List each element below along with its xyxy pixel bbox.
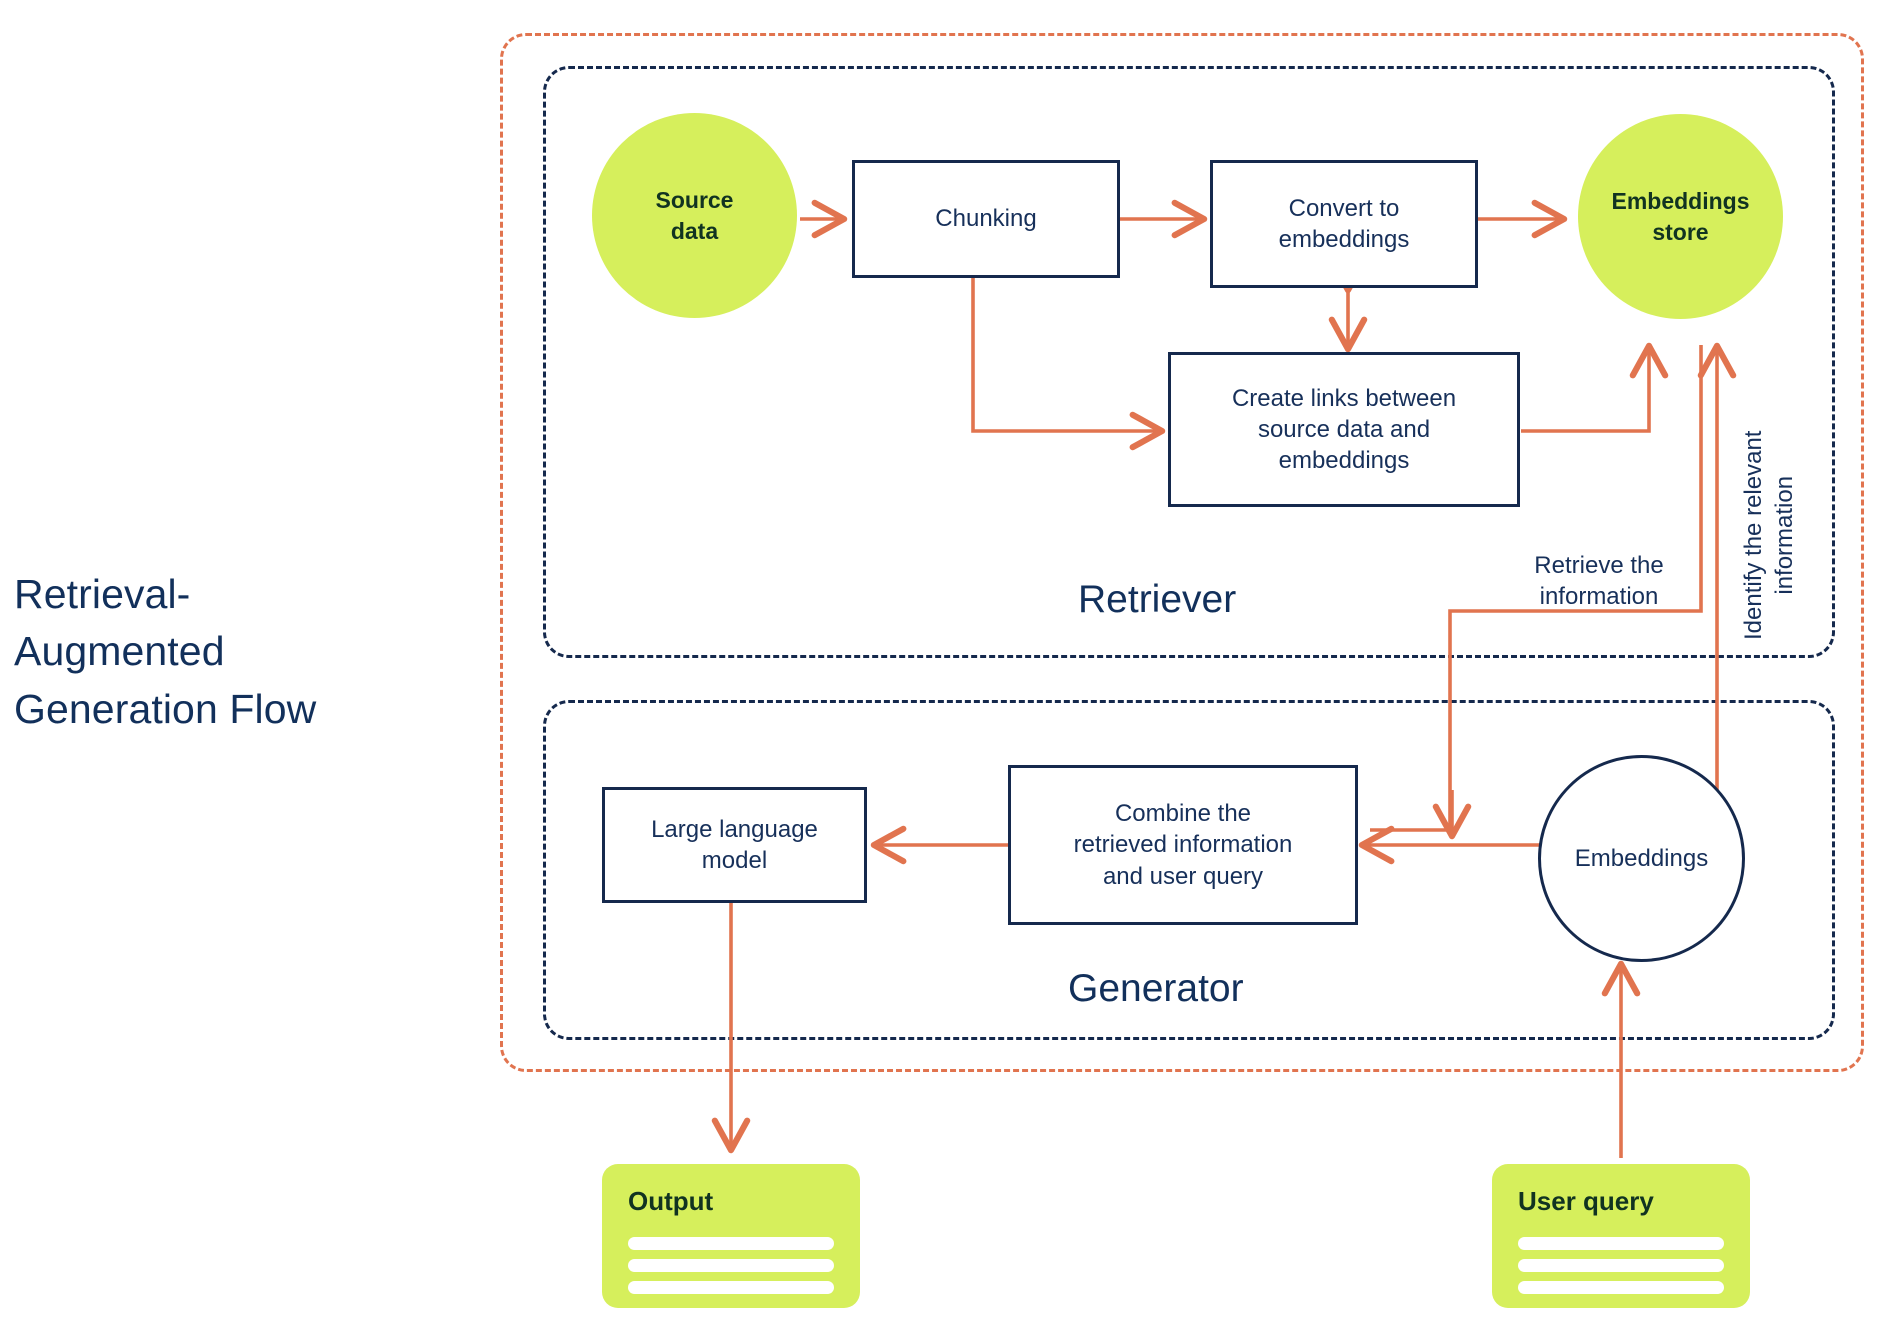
generator-zone-label: Generator bbox=[1068, 967, 1244, 1010]
retriever-zone bbox=[543, 66, 1835, 658]
node-source-data-line-1: Source bbox=[655, 187, 734, 214]
rag-system-boundary bbox=[500, 33, 1864, 1072]
edge-label-identify-relevant: Identify the relevant information bbox=[1739, 431, 1800, 640]
edge-label-retrieve-line-1: Retrieve the bbox=[1534, 552, 1664, 579]
edge-label-identify-line-2: information bbox=[1770, 475, 1798, 595]
edge-label-retrieve-line-2: information bbox=[1539, 582, 1659, 610]
node-embeddings-store-line-2: store bbox=[1652, 218, 1709, 245]
node-chunking[interactable]: Chunking bbox=[852, 160, 1120, 278]
card-output-title: Output bbox=[628, 1186, 714, 1216]
node-create-links-line-1: Create links between bbox=[1231, 384, 1457, 412]
node-create-links-line-2: source data and bbox=[1257, 415, 1431, 443]
card-user-query-title: User query bbox=[1518, 1186, 1654, 1216]
card-user-query-line-3 bbox=[1518, 1281, 1724, 1294]
node-embeddings-store-line-1: Embeddings bbox=[1611, 188, 1750, 215]
retriever-zone-label: Retriever bbox=[1078, 578, 1237, 621]
node-chunking-label: Chunking bbox=[935, 205, 1037, 233]
card-output[interactable]: Output bbox=[602, 1164, 860, 1308]
node-create-links-line-3: embeddings bbox=[1278, 447, 1410, 475]
card-user-query-line-1 bbox=[1518, 1237, 1724, 1250]
node-embeddings-store[interactable]: Embeddings store bbox=[1578, 114, 1783, 319]
edge-label-identify-line-1: Identify the relevant bbox=[1740, 430, 1767, 640]
card-output-line-2 bbox=[628, 1259, 834, 1272]
node-combine-query[interactable]: Combine the retrieved information and us… bbox=[1008, 765, 1358, 925]
node-llm-line-2: model bbox=[701, 847, 768, 874]
node-convert-to-embeddings[interactable]: Convert to embeddings bbox=[1210, 160, 1478, 288]
node-embeddings-circle[interactable]: Embeddings bbox=[1538, 755, 1745, 962]
page-title-line-2: Augmented bbox=[14, 628, 225, 675]
node-combine-line-3: and user query bbox=[1102, 862, 1264, 890]
edge-label-retrieve-information: Retrieve the information bbox=[1484, 551, 1714, 612]
node-source-data-line-2: data bbox=[670, 217, 719, 244]
node-source-data[interactable]: Source data bbox=[592, 113, 797, 318]
node-convert-line-2: embeddings bbox=[1278, 226, 1410, 253]
card-user-query[interactable]: User query bbox=[1492, 1164, 1750, 1308]
page-title-line-1: Retrieval- bbox=[14, 571, 191, 617]
generator-zone bbox=[543, 700, 1835, 1040]
page-title-line-3: Generation Flow bbox=[14, 685, 317, 732]
node-large-language-model[interactable]: Large language model bbox=[602, 787, 867, 903]
node-combine-line-2: retrieved information bbox=[1073, 831, 1293, 859]
node-embeddings-circle-label: Embeddings bbox=[1574, 844, 1709, 872]
page-title: Retrieval- Augmented Generation Flow bbox=[14, 566, 414, 738]
node-convert-line-1: Convert to bbox=[1288, 194, 1400, 222]
card-output-line-1 bbox=[628, 1237, 834, 1250]
card-user-query-line-2 bbox=[1518, 1259, 1724, 1272]
card-output-line-3 bbox=[628, 1281, 834, 1294]
node-combine-line-1: Combine the bbox=[1114, 800, 1252, 828]
node-create-links[interactable]: Create links between source data and emb… bbox=[1168, 352, 1520, 507]
node-llm-line-1: Large language bbox=[651, 815, 818, 843]
